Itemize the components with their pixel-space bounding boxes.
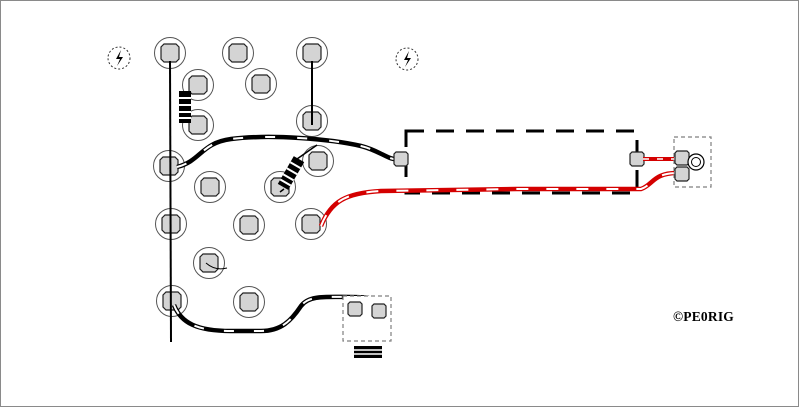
terminal-block-icon [342,295,392,342]
black-wire [176,134,400,170]
solder-pad-grid [152,36,335,319]
copyright-label: ©PE0RIG [673,309,734,324]
resistor-icon [354,346,382,358]
potentiometer-icon [673,136,712,188]
resistor-icon [277,156,305,190]
ground-rail [169,60,172,343]
component-outline [404,129,639,195]
mounting-hole-icon [107,46,131,70]
mounting-hole-icon [395,47,419,71]
solder-pad-icon [393,151,409,167]
resistor-icon [179,91,191,123]
red-wire [318,170,678,227]
solder-pad-icon [629,151,645,167]
